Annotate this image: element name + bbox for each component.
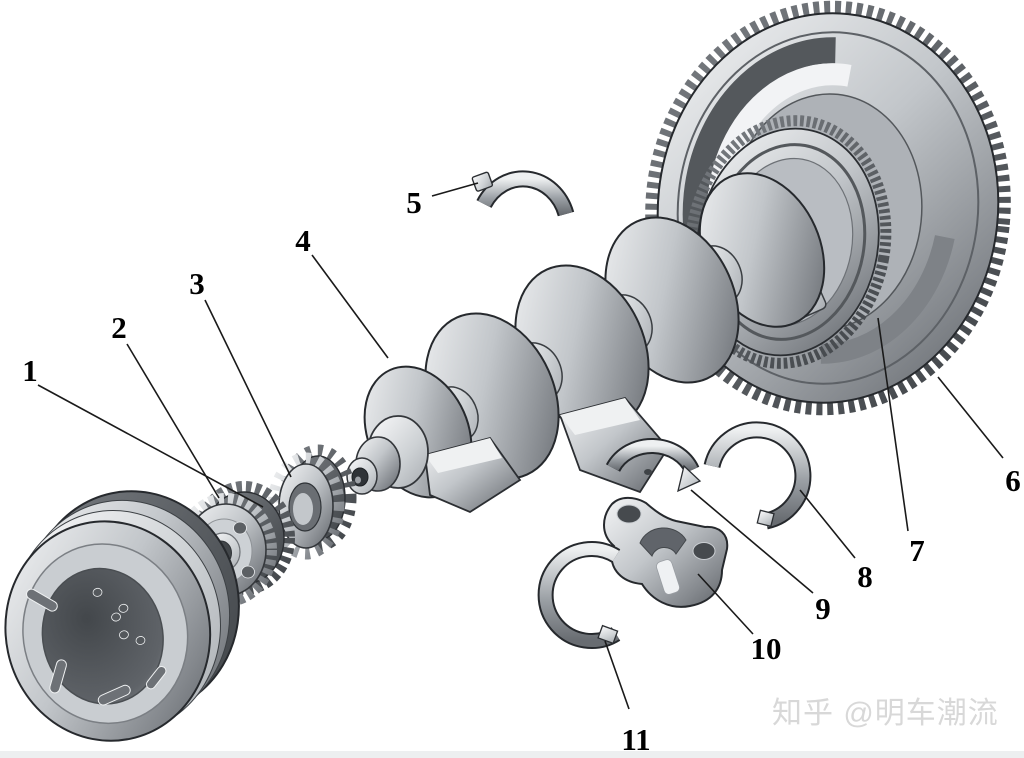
- part-label-1: 1: [22, 353, 38, 388]
- crank-ring-gear-teeth: [684, 115, 892, 369]
- bearing-shell-8-tab: [756, 509, 775, 528]
- timing-gear-hole-4: [241, 565, 255, 579]
- bottom-edge-strip: [0, 751, 1024, 758]
- leader-line-9: [690, 489, 814, 594]
- pulley-hole-3: [118, 603, 129, 613]
- crank-pin-block-rear-highlight: [560, 398, 640, 435]
- pulley-slot-2: [49, 659, 67, 694]
- leader-line-5: [431, 182, 479, 197]
- bearing-shell-11-band: [539, 543, 620, 647]
- flywheel-rim-step: [676, 31, 980, 385]
- timing-gear-back-teeth: [193, 481, 295, 595]
- bearing-shell-11: [537, 541, 621, 649]
- leader-line-8: [799, 489, 856, 559]
- leader-line-7: [877, 317, 909, 532]
- main-bearing-cap-bolt-hole-left: [616, 504, 642, 524]
- timing-gear-teeth: [175, 493, 277, 607]
- leader-lines: [37, 182, 1004, 710]
- pulley-hole-5: [135, 636, 146, 645]
- bearing-shell-9: [605, 438, 702, 493]
- crankshaft: [346, 172, 827, 514]
- pulley-slot-4: [145, 665, 167, 690]
- leader-line-11: [604, 640, 630, 710]
- bearing-shell-8-band: [705, 423, 810, 528]
- leader-line-3: [204, 299, 292, 478]
- crankshaft-pulley: [4, 490, 240, 742]
- leader-line-10: [697, 573, 754, 635]
- part-label-6: 6: [1005, 463, 1021, 498]
- pulley-slot-3: [97, 684, 131, 706]
- bearing-shell-upper: [471, 170, 575, 217]
- part-label-9: 9: [815, 591, 831, 626]
- pulley-hole-2: [111, 612, 121, 622]
- crank-nose-bore-glint: [355, 476, 361, 484]
- bearing-shell-upper-band: [478, 172, 573, 216]
- main-bearing-cap-saddle: [639, 527, 687, 557]
- pulley-hole-4: [119, 630, 129, 640]
- part-label-5: 5: [406, 185, 422, 220]
- part-label-4: 4: [295, 223, 311, 258]
- leader-line-1: [37, 384, 264, 508]
- chain-sprocket: [267, 444, 357, 560]
- flywheel-ring-gear-teeth: [645, 0, 1011, 416]
- pulley-recess: [41, 567, 164, 705]
- leader-line-6: [937, 376, 1004, 459]
- bearing-shell-9-oil-hole: [644, 469, 652, 475]
- leader-line-2: [126, 343, 220, 499]
- sprocket-teeth: [267, 452, 345, 560]
- bearing-shell-11-tab: [597, 624, 619, 645]
- main-bearing-cap: [603, 496, 729, 608]
- timing-gear-hole-1: [233, 521, 247, 535]
- main-bearing-cap-notch: [656, 559, 680, 595]
- part-label-10: 10: [751, 631, 782, 666]
- part-label-2: 2: [111, 310, 127, 345]
- flywheel-dark-band: [682, 37, 974, 379]
- main-bearing-cap-bolt-hole-right: [692, 542, 716, 560]
- watermark-text: 知乎 @明车潮流: [772, 697, 999, 730]
- part-label-8: 8: [857, 559, 873, 594]
- sprocket-bore-inner: [293, 493, 313, 525]
- part-label-7: 7: [909, 533, 925, 568]
- pulley-slot-1: [26, 588, 58, 612]
- leader-line-4: [311, 254, 389, 359]
- part-label-3: 3: [189, 266, 205, 301]
- bearing-shell-9-tab: [677, 464, 702, 493]
- pulley-hole-1: [92, 587, 103, 597]
- crank-pin-block-front-highlight: [425, 438, 502, 473]
- bearing-shell-9-band: [607, 439, 698, 473]
- bearing-shell-8: [703, 421, 812, 530]
